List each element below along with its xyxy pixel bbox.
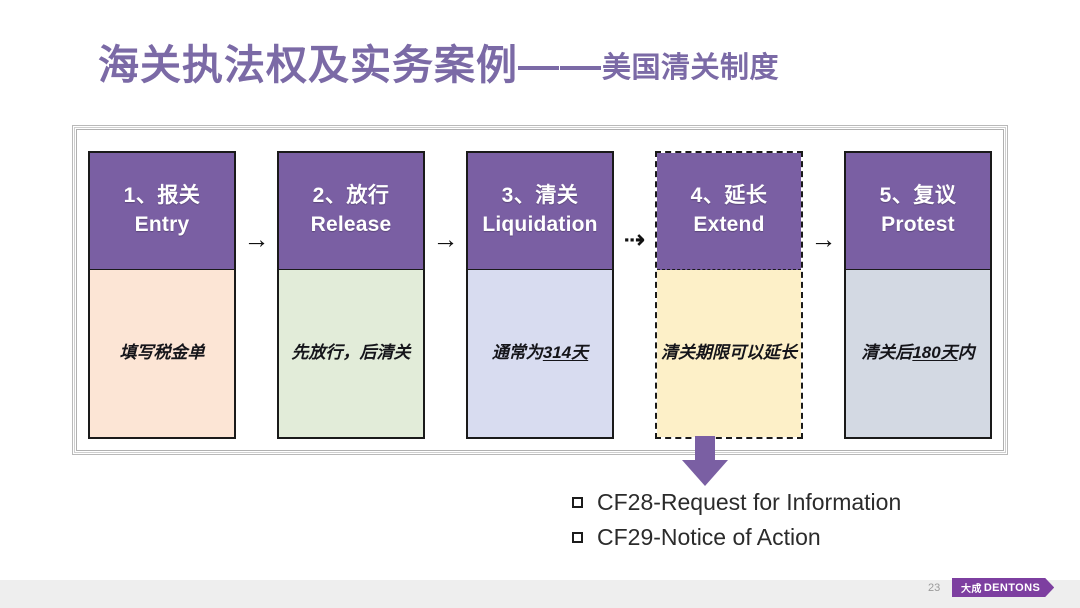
flow-step-release-note: 先放行，后清关 [291, 343, 411, 363]
flow-step-protest-title-en: Protest [881, 212, 955, 236]
flow-step-entry-header: 1、报关 Entry [90, 153, 234, 270]
list-item-label: CF28-Request for Information [597, 489, 902, 515]
flow-step-extend-title-cn: 4、延长 [690, 183, 768, 207]
down-arrow-head [682, 460, 728, 486]
dentons-logo-en: DENTONS [983, 581, 1041, 594]
flow-step-entry-body: 填写税金单 [90, 270, 234, 437]
cf-forms-list: CF28-Request for Information CF29-Notice… [572, 488, 1032, 558]
flow-step-release-title-cn: 2、放行 [312, 183, 390, 207]
list-item: CF29-Notice of Action [572, 523, 1032, 552]
flow-step-protest-title-cn: 5、复议 [879, 183, 957, 207]
list-item-label: CF29-Notice of Action [597, 523, 821, 550]
flow-connector-1-icon: → [243, 224, 270, 254]
list-item: CF28-Request for Information [572, 488, 1032, 517]
flow-step-liquidation-header: 3、清关 Liquidation [468, 153, 612, 270]
flow-connector-2-icon: → [432, 224, 459, 254]
flow-step-entry-title-cn: 1、报关 [123, 183, 201, 207]
page-title-main: 海关执法权及实务案例—— [98, 42, 602, 88]
flow-connector-4-icon: → [810, 224, 837, 254]
page-number: 23 [928, 582, 941, 594]
flow-step-extend-header: 4、延长 Extend [657, 153, 801, 270]
flow-step-extend-note: 清关期限可以延长 [661, 343, 797, 363]
flow-step-release-body: 先放行，后清关 [279, 270, 423, 437]
flow-step-protest-body: 清关后180天内 [846, 270, 990, 437]
flow-step-extend-title-en: Extend [693, 212, 765, 236]
footer-strip [0, 580, 1080, 608]
flow-step-protest[interactable]: 5、复议 Protest 清关后180天内 [844, 151, 992, 439]
flow-step-release-title-en: Release [310, 212, 392, 236]
flow-step-protest-header: 5、复议 Protest [846, 153, 990, 270]
flow-step-release-header: 2、放行 Release [279, 153, 423, 270]
square-bullet-icon [572, 496, 583, 508]
dentons-logo: 大成 DENTONS [952, 578, 1054, 597]
page-title: 海关执法权及实务案例—— 美国清关制度 [98, 24, 978, 86]
dentons-logo-cn: 大成 [961, 584, 982, 595]
flow-step-liquidation-title-en: Liquidation [482, 212, 598, 236]
flow-connector-3-dashed-icon: ⇢ [623, 224, 646, 254]
flow-step-extend-body: 清关期限可以延长 [657, 270, 801, 437]
flow-step-protest-note: 清关后180天内 [861, 343, 975, 363]
square-bullet-icon [572, 531, 583, 543]
flow-step-entry-title-en: Entry [134, 212, 190, 236]
flow-step-liquidation-note: 通常为314天 [491, 343, 589, 363]
flow-step-liquidation[interactable]: 3、清关 Liquidation 通常为314天 [466, 151, 614, 439]
flow-step-liquidation-body: 通常为314天 [468, 270, 612, 437]
down-arrow-shaft [695, 436, 715, 462]
down-arrow-icon [682, 436, 728, 486]
customs-process-flow: 1、报关 Entry 填写税金单 → 2、放行 Release 先放行，后清关 … [88, 151, 994, 439]
flow-step-entry[interactable]: 1、报关 Entry 填写税金单 [88, 151, 236, 439]
flow-step-release[interactable]: 2、放行 Release 先放行，后清关 [277, 151, 425, 439]
page-title-subtitle: 美国清关制度 [602, 52, 780, 84]
flow-step-entry-note: 填写税金单 [119, 343, 205, 363]
flow-step-extend[interactable]: 4、延长 Extend 清关期限可以延长 [655, 151, 803, 439]
flow-step-liquidation-title-cn: 3、清关 [501, 183, 579, 207]
